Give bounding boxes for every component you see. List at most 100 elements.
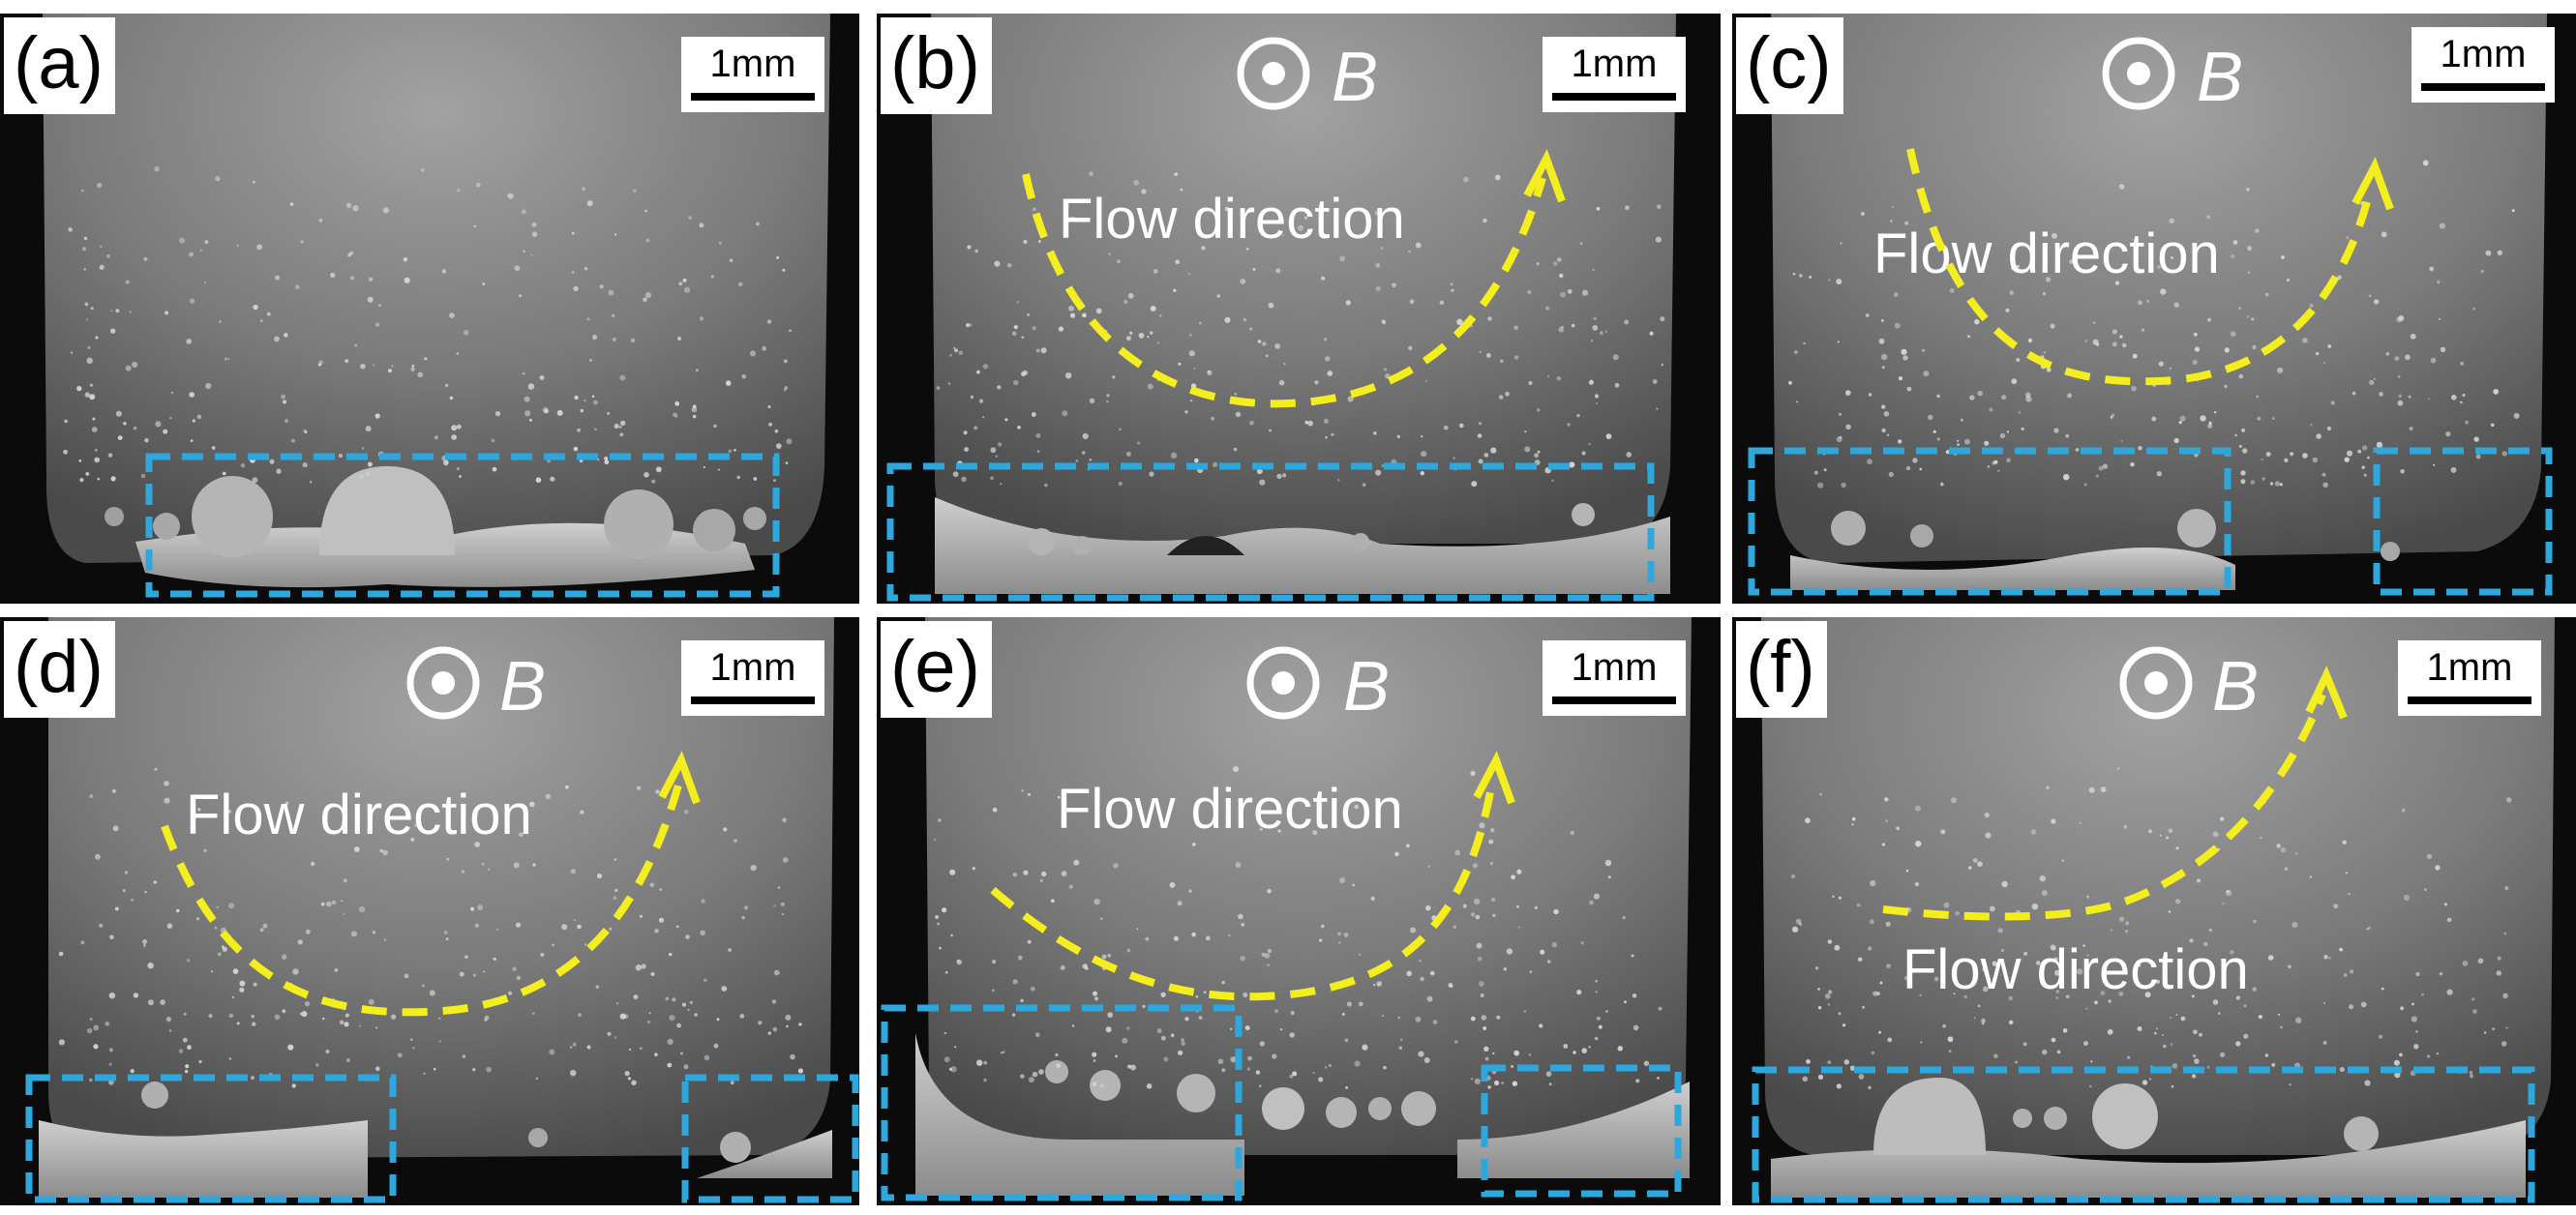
particle	[592, 400, 598, 405]
particle	[1845, 390, 1851, 396]
particle	[1118, 482, 1123, 486]
particle	[1156, 341, 1159, 344]
particle	[2450, 466, 2457, 473]
particle	[2154, 1031, 2157, 1035]
particle	[741, 915, 745, 920]
particle	[411, 364, 415, 368]
particle	[1483, 1046, 1489, 1052]
particle	[84, 302, 89, 307]
particle	[2160, 288, 2167, 295]
particle	[1839, 412, 1842, 416]
particle	[547, 459, 551, 463]
particle	[2018, 411, 2022, 414]
particle	[297, 939, 303, 945]
particle	[1463, 176, 1469, 183]
particle	[2224, 480, 2228, 484]
particle	[646, 1020, 651, 1024]
particle	[1558, 326, 1565, 333]
particle	[573, 919, 577, 922]
particle	[595, 985, 599, 989]
particle	[1511, 874, 1515, 880]
particle	[1065, 372, 1072, 379]
particle	[570, 869, 576, 874]
particle	[713, 424, 717, 429]
particle	[718, 241, 722, 245]
particle	[154, 165, 160, 172]
particle	[2271, 1062, 2276, 1067]
particle	[938, 818, 942, 822]
particle	[2159, 834, 2162, 837]
particle	[124, 871, 129, 874]
particle	[2437, 281, 2441, 284]
particle	[1323, 338, 1328, 341]
particle	[2142, 1080, 2148, 1085]
particle	[508, 991, 513, 995]
particle	[782, 857, 789, 863]
particle	[343, 878, 347, 883]
particle	[274, 336, 280, 342]
particle	[472, 1068, 476, 1072]
particle	[110, 310, 113, 312]
particle	[2337, 275, 2342, 281]
particle	[95, 448, 98, 452]
particle	[2043, 292, 2047, 296]
particle	[492, 466, 497, 472]
particle	[2100, 786, 2107, 793]
particle	[1473, 843, 1476, 845]
particle	[1933, 976, 1939, 982]
particle	[725, 380, 732, 386]
particle	[675, 925, 679, 929]
particle	[2379, 392, 2383, 397]
particle	[344, 1013, 349, 1018]
particle	[2284, 867, 2289, 871]
particle	[1862, 1005, 1865, 1009]
particle	[443, 459, 449, 466]
particle	[1631, 954, 1634, 958]
particle	[963, 430, 968, 435]
particle	[1516, 869, 1522, 874]
particle	[1451, 288, 1454, 292]
particle	[2316, 433, 2321, 439]
particle	[1170, 452, 1178, 459]
particle	[1906, 386, 1912, 392]
particle	[2240, 479, 2246, 485]
particle	[1860, 212, 1865, 216]
particle	[100, 245, 103, 248]
particle	[2470, 1074, 2473, 1079]
particle	[958, 350, 964, 356]
particle	[2146, 299, 2149, 303]
magnetic-field-out-of-page-icon	[406, 646, 480, 720]
particle	[78, 459, 82, 462]
particle	[2158, 361, 2164, 367]
particle	[2435, 865, 2441, 871]
particle	[1147, 383, 1153, 390]
particle	[1170, 1033, 1175, 1038]
particle	[2206, 215, 2211, 220]
particle	[571, 271, 575, 274]
particle	[2415, 971, 2420, 977]
particle	[2443, 903, 2447, 906]
particle	[253, 982, 257, 987]
particle	[1838, 1012, 1842, 1016]
particle	[2472, 1009, 2477, 1014]
particle	[730, 1081, 734, 1085]
particle	[2429, 266, 2435, 272]
particle	[683, 809, 689, 815]
particle	[2166, 381, 2171, 386]
particle	[295, 284, 300, 290]
particle	[692, 414, 697, 419]
particle	[782, 817, 787, 823]
particle	[2075, 448, 2080, 452]
particle	[1036, 450, 1040, 453]
particle	[1071, 1024, 1075, 1027]
particle	[700, 316, 704, 321]
particle	[484, 1018, 488, 1022]
particle	[95, 853, 101, 860]
particle	[1217, 1058, 1224, 1064]
particle	[90, 307, 94, 311]
particle	[773, 969, 780, 976]
particle	[1409, 299, 1415, 305]
particle	[1150, 306, 1156, 311]
particle	[1961, 418, 1963, 422]
particle	[1556, 375, 1562, 381]
